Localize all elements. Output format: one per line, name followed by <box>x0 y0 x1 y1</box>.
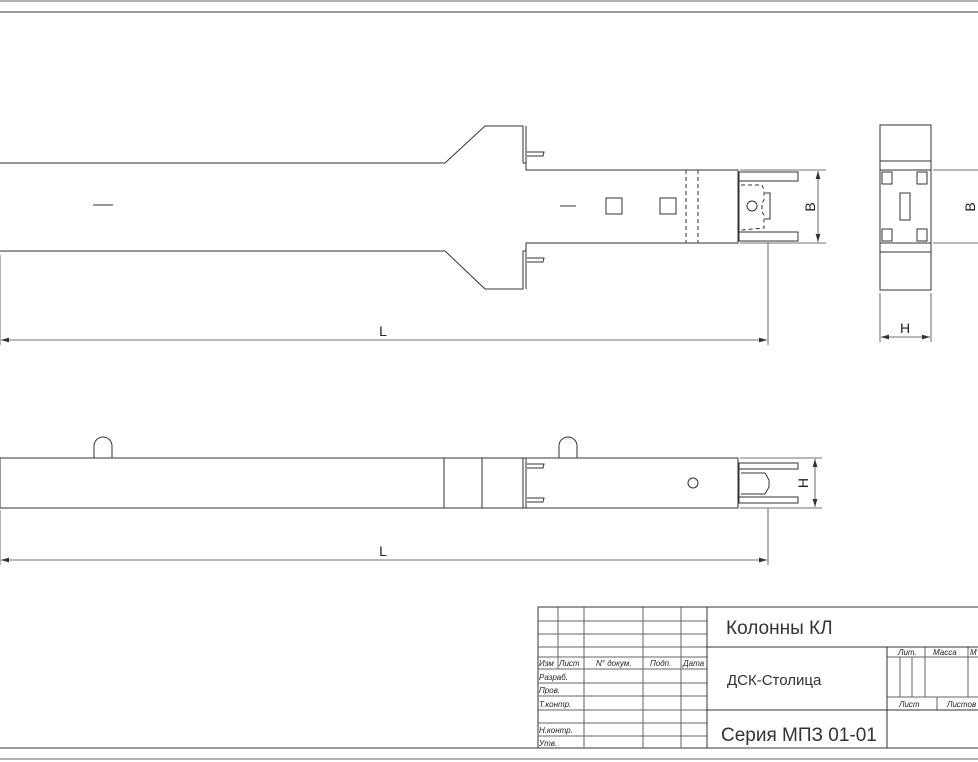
title-block: Изм Лист N° докум. Подп. Дата Разраб. Пр… <box>537 606 978 749</box>
dim-b-label: B <box>802 202 818 211</box>
end-dim-h-label: H <box>900 320 910 336</box>
end-view: B H <box>879 124 978 342</box>
label-sheet: Лист <box>898 700 920 709</box>
plan-view: B L <box>0 125 826 345</box>
side-view: H L <box>0 436 822 565</box>
role-norm-control: Н.контр. <box>539 726 573 735</box>
header-izm: Изм <box>539 659 554 668</box>
role-checked: Пров. <box>539 686 560 695</box>
drawing-title: Колонны КЛ <box>726 618 833 639</box>
header-doc-no: N° докум. <box>596 659 632 668</box>
side-dim-l-label: L <box>379 543 387 559</box>
dim-l-label: L <box>379 323 387 339</box>
header-sign: Подп. <box>650 659 671 668</box>
label-scale: М <box>970 648 977 657</box>
organization: ДСК-Столица <box>727 672 822 689</box>
side-dim-h-label: H <box>795 478 811 488</box>
label-mass: Масса <box>933 648 957 657</box>
end-dim-b-label: B <box>962 202 978 211</box>
label-sheets: Листов <box>946 700 976 709</box>
role-developed: Разраб. <box>539 673 568 682</box>
header-list: Лист <box>558 659 580 668</box>
label-lit: Лит. <box>897 648 917 657</box>
role-tech-control: Т.контр. <box>539 700 571 709</box>
series: Серия МПЗ 01-01 <box>721 725 877 746</box>
header-date: Дата <box>682 659 705 668</box>
role-approved: Утв. <box>538 739 557 748</box>
